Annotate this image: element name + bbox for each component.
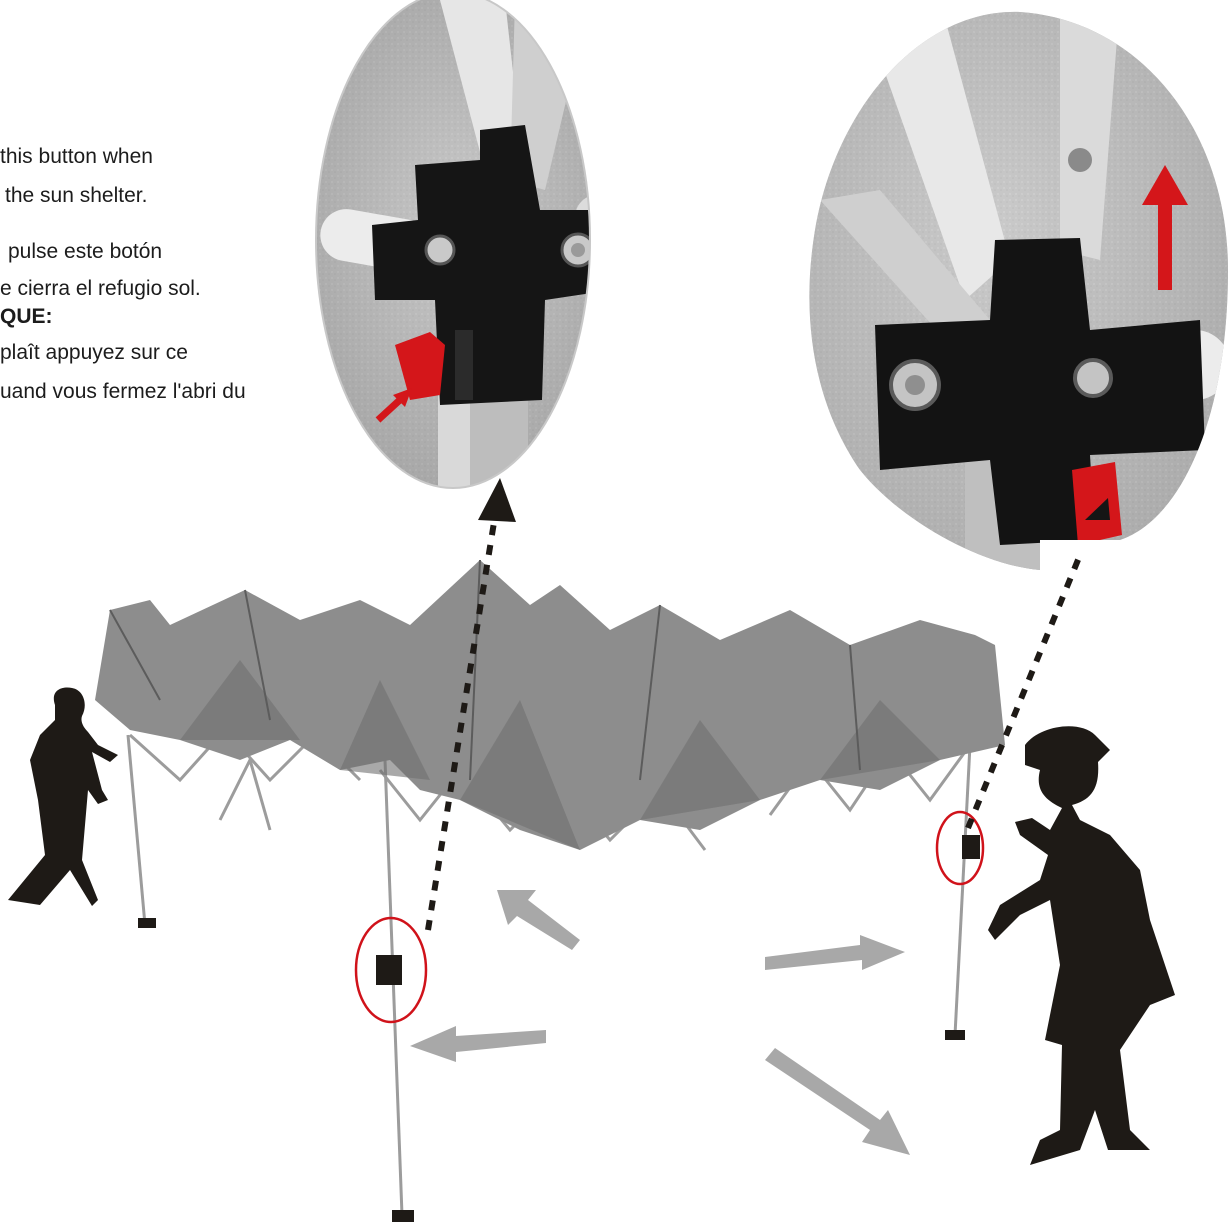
instruction-es-line-1: pulse este botón bbox=[8, 240, 162, 264]
leg-feet bbox=[138, 918, 965, 1222]
red-release-button-right bbox=[1072, 462, 1122, 545]
zoom-lens-right bbox=[800, 0, 1230, 580]
grey-direction-arrows bbox=[410, 890, 910, 1155]
instruction-fr-line-2: uand vous fermez l'abri du bbox=[0, 380, 246, 404]
instruction-en-line-2: the sun shelter. bbox=[5, 184, 147, 208]
person-silhouette-left bbox=[8, 688, 118, 906]
grey-direction-arrow-up-left bbox=[497, 890, 580, 950]
instruction-es-line-2: e cierra el refugio sol. bbox=[0, 277, 201, 301]
instruction-text-block: this button when the sun shelter. pulse … bbox=[0, 143, 370, 463]
grey-direction-arrow-down-right bbox=[765, 1048, 910, 1155]
instruction-fr-heading: QUE: bbox=[0, 305, 53, 329]
person-silhouette-right bbox=[988, 726, 1175, 1165]
instruction-fr-line-1: plaît appuyez sur ce bbox=[0, 341, 188, 365]
instruction-en-line-1: this button when bbox=[0, 145, 153, 169]
grey-direction-arrow-right bbox=[765, 935, 905, 970]
canopy-fabric bbox=[95, 560, 1005, 850]
grey-direction-arrow-left bbox=[410, 1026, 546, 1062]
